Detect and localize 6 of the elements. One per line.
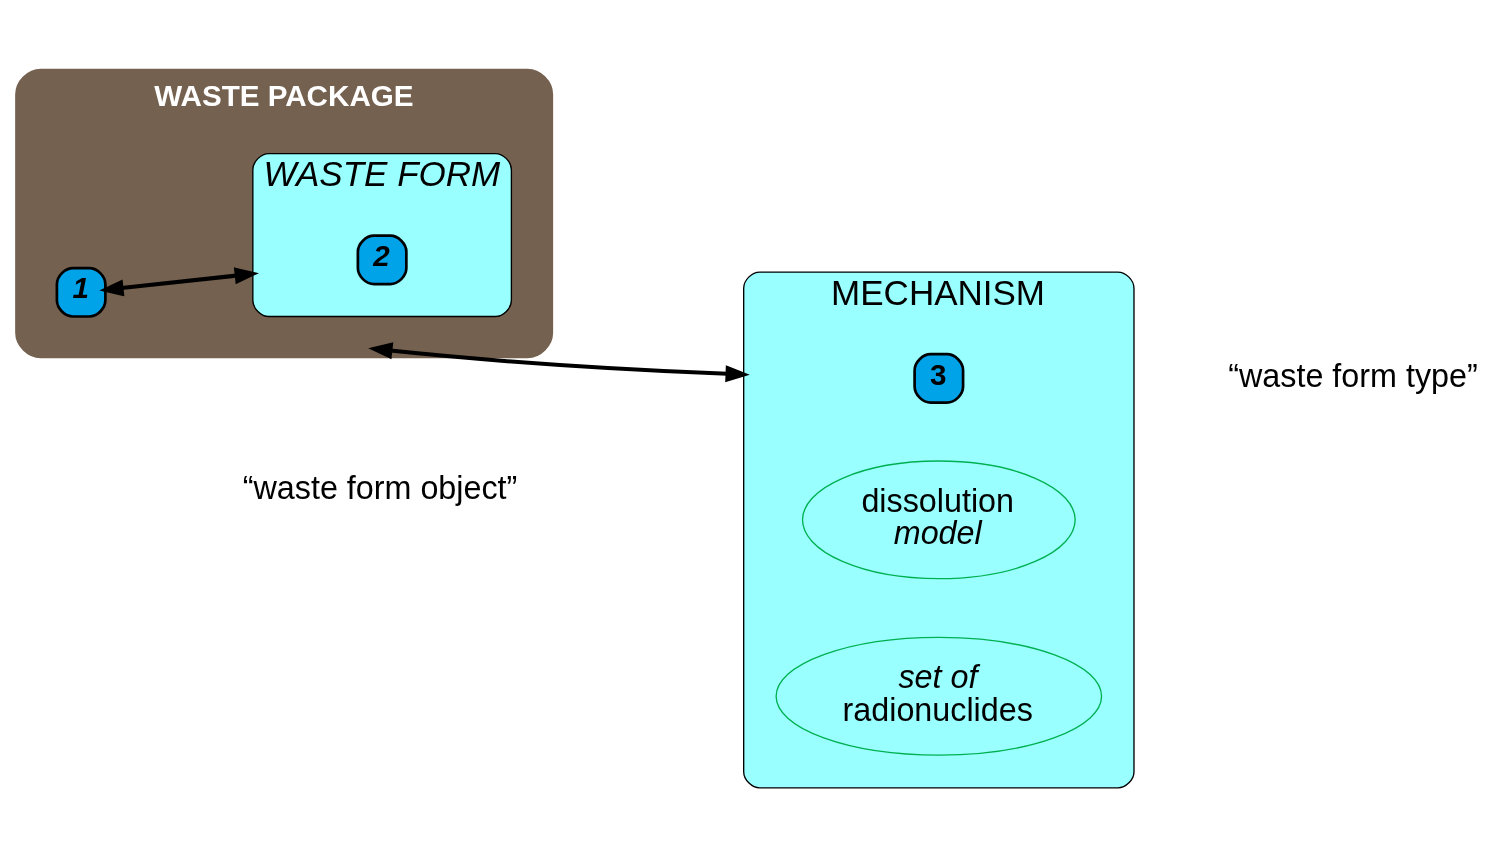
node-ellipse: set of radionuclides [775, 636, 1103, 756]
arrow [368, 342, 750, 383]
node-ellipse: dissolution model [801, 460, 1076, 580]
label: “waste form object” [242, 469, 518, 506]
arrow [99, 267, 259, 297]
label: “waste form type” [1228, 357, 1478, 394]
